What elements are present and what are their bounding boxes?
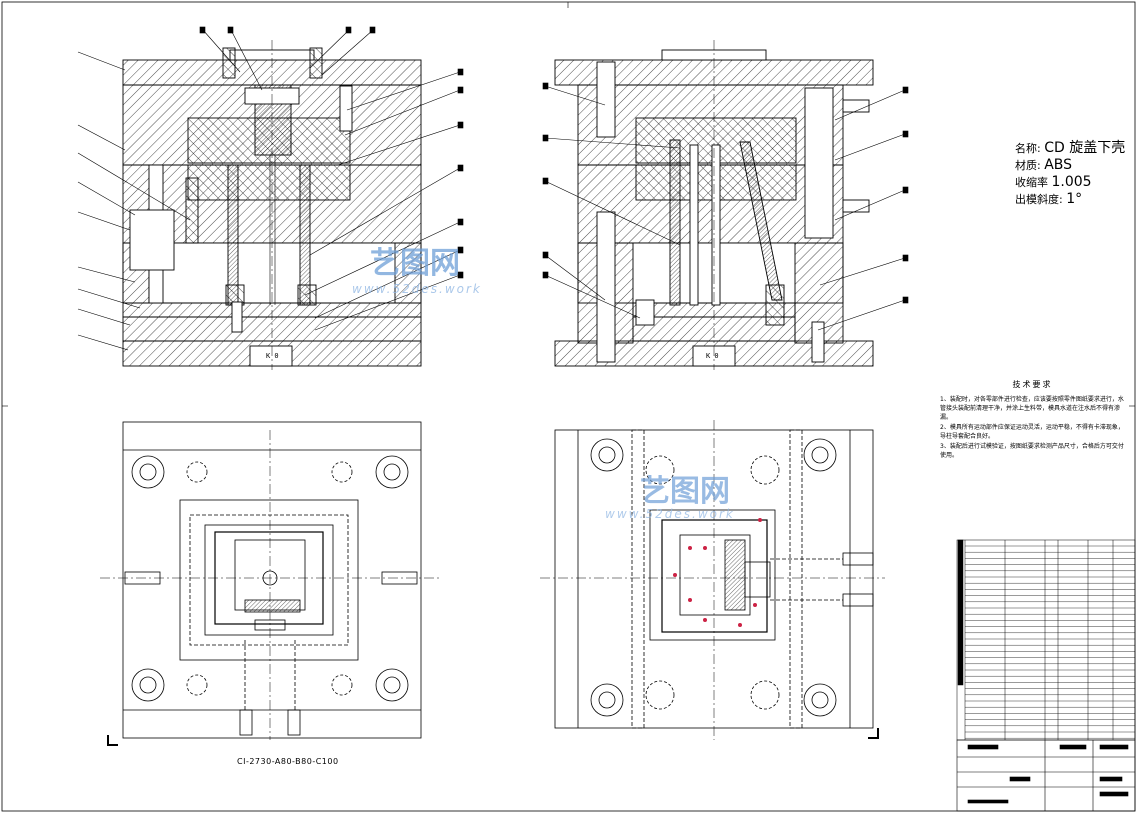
section-marker-right: K 0: [706, 352, 719, 360]
material-value: ABS: [1044, 157, 1073, 173]
tech-item-2: 2、模具所有运动部件应保证运动灵活，运动平稳，不得有卡滞现象，导柱导套配合良好。: [940, 424, 1124, 440]
drawing-caption: CI-2730-A80-B80-C100: [237, 757, 339, 766]
leader-lines-right: [542, 82, 909, 331]
watermark-brand-2: 艺图网: [640, 474, 730, 509]
bom-rows: [965, 545, 1135, 739]
watermark-url: www.52des.work: [352, 282, 482, 296]
section-view-right: [554, 40, 874, 370]
watermark-brand: 艺图网: [370, 246, 460, 281]
watermark-url-2: www.52des.work: [605, 507, 735, 521]
material-label: 材质:: [1015, 159, 1041, 172]
bom-table: [956, 539, 1136, 741]
draft-value: 1°: [1066, 191, 1083, 207]
section-view-left: [122, 40, 422, 370]
tech-item-3: 3、装配后进行试模验证，按图纸要求检测产品尺寸，合格后方可交付使用。: [940, 443, 1124, 459]
draft-label: 出模斜度:: [1015, 193, 1063, 206]
cavity-markers: [673, 518, 762, 627]
leader-lines-left: [77, 26, 464, 351]
shrink-label: 收缩率: [1015, 176, 1048, 189]
title-block: [956, 739, 1136, 812]
shrink-value: 1.005: [1051, 174, 1092, 190]
technical-requirements: 技术要求 1、装配时，对各零部件进行检查，应该要按照零件图纸要求进行，水管接头装…: [940, 380, 1125, 461]
tech-item-1: 1、装配时，对各零部件进行检查，应该要按照零件图纸要求进行，水管接头装配前清理干…: [940, 396, 1124, 421]
section-marker-left: K 0: [266, 352, 279, 360]
plan-view-left: [100, 421, 440, 746]
plan-view-right: [540, 420, 885, 740]
tech-title: 技术要求: [1012, 380, 1053, 389]
part-name: CD 旋盖下壳: [1044, 140, 1126, 156]
part-spec: 名称: CD 旋盖下壳 材质: ABS 收缩率 1.005 出模斜度: 1°: [1015, 140, 1125, 208]
name-label: 名称:: [1015, 142, 1041, 155]
